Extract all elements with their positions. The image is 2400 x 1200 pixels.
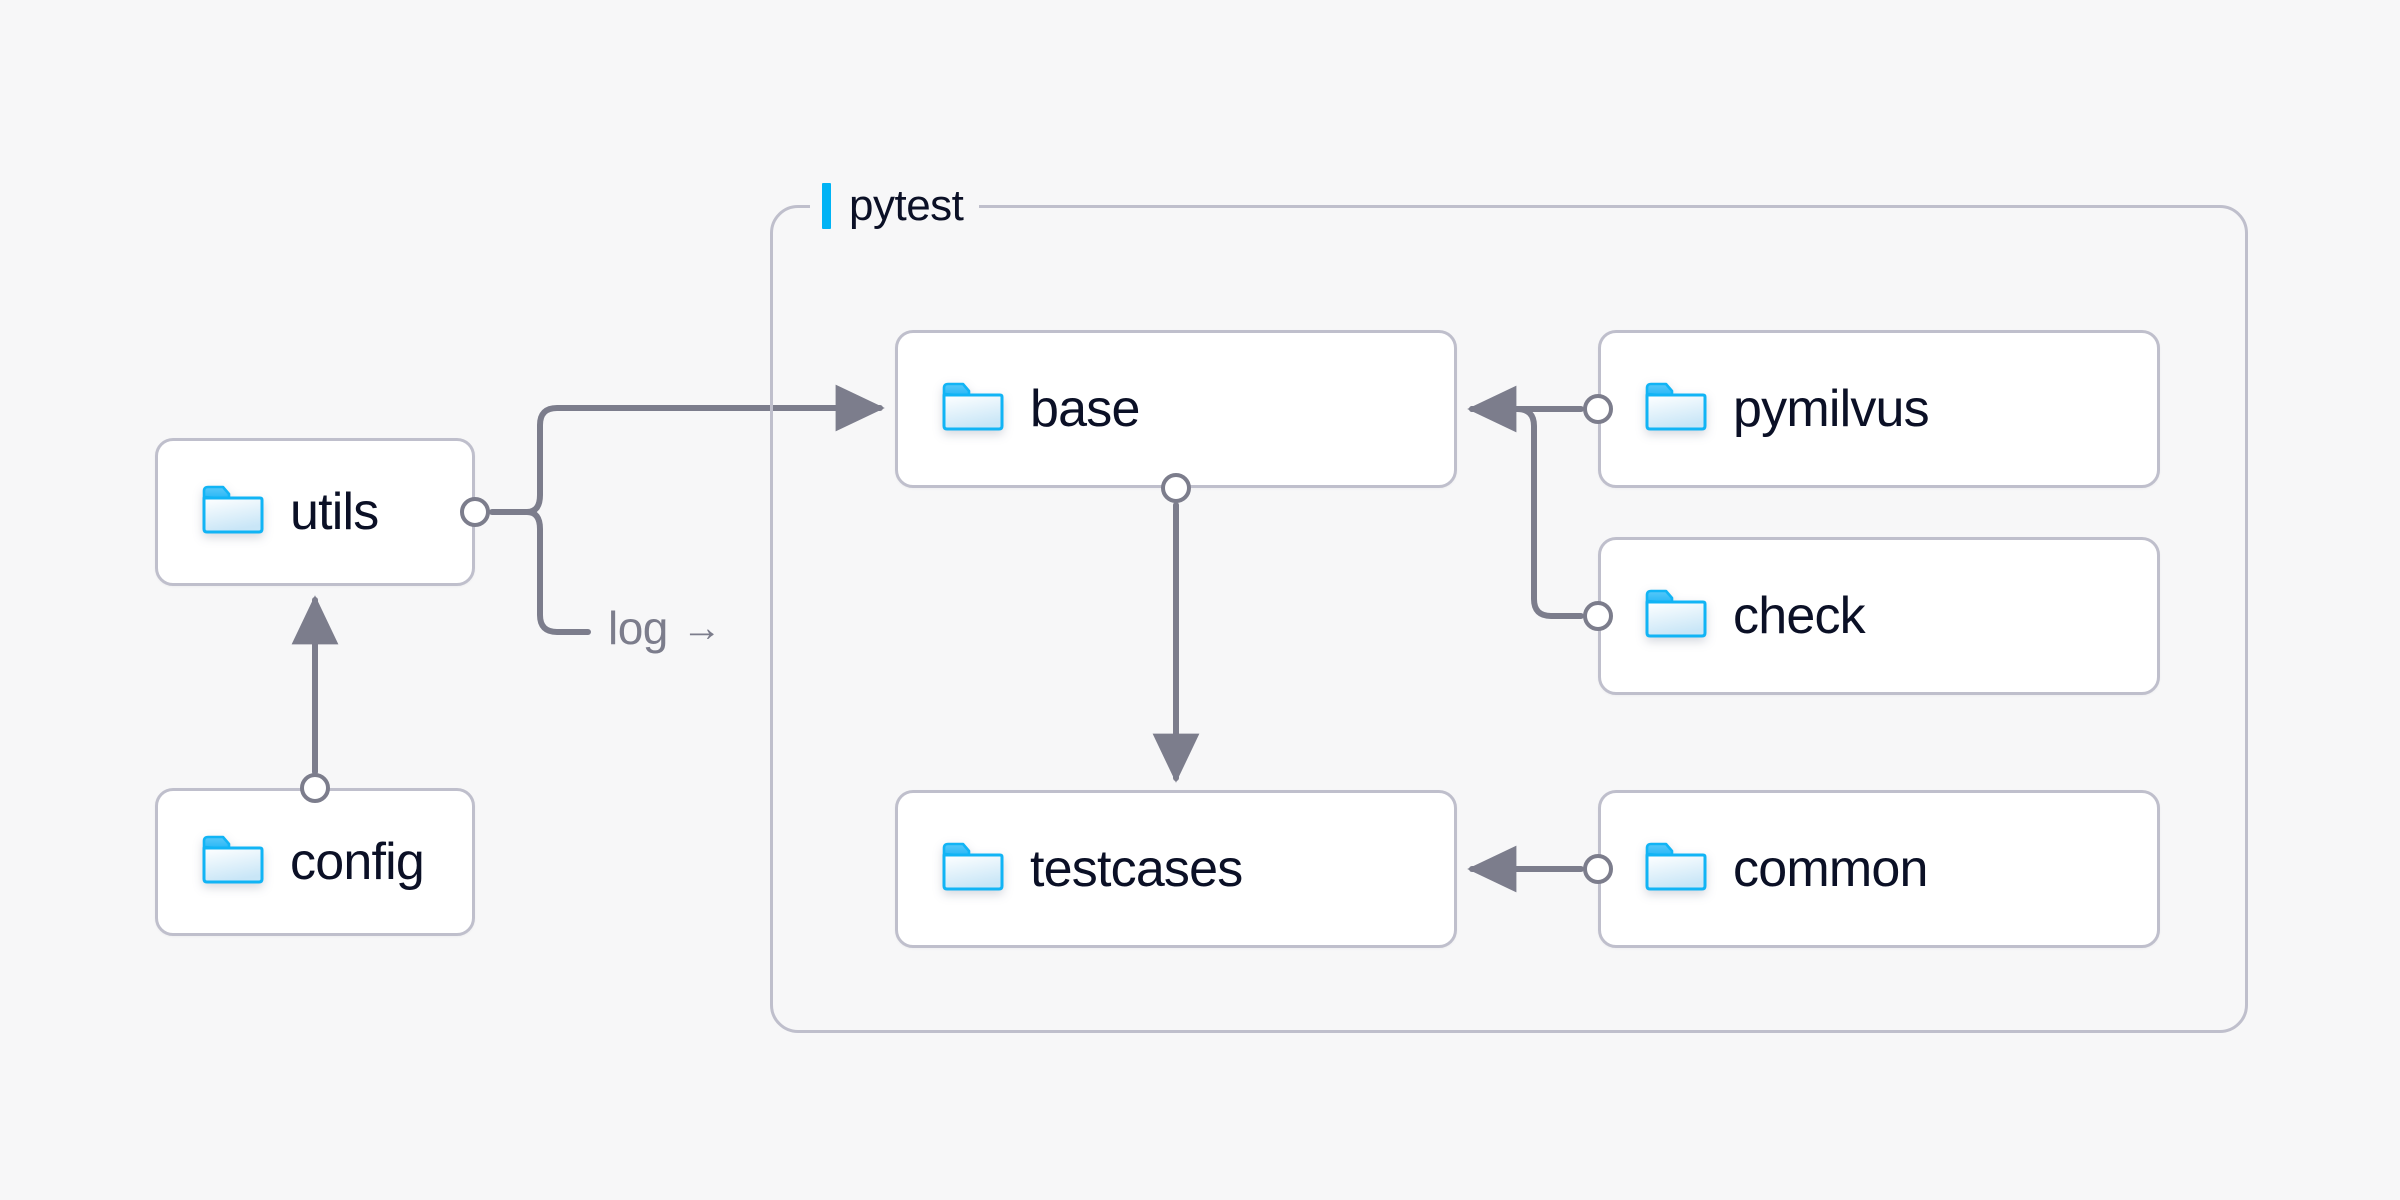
port-common-left[interactable] [1583, 854, 1613, 884]
group-box-pytest[interactable] [770, 205, 2248, 1033]
folder-icon [1645, 382, 1707, 437]
node-testcases[interactable]: testcases [895, 790, 1457, 948]
port-pymilvus-left[interactable] [1583, 394, 1613, 424]
group-accent-bar [822, 183, 831, 229]
edge-label-log[interactable]: log → [598, 601, 732, 655]
port-check-left[interactable] [1583, 601, 1613, 631]
edge-label-log-text: log [608, 602, 668, 654]
folder-icon [202, 485, 264, 540]
node-label-check: check [1733, 587, 1866, 645]
node-utils[interactable]: utils [155, 438, 475, 586]
node-config[interactable]: config [155, 788, 475, 936]
folder-icon [942, 842, 1004, 897]
node-pymilvus[interactable]: pymilvus [1598, 330, 2160, 488]
folder-icon [1645, 842, 1707, 897]
port-config-top[interactable] [300, 773, 330, 803]
folder-icon [942, 382, 1004, 437]
node-label-base: base [1030, 380, 1140, 438]
port-base-bottom[interactable] [1161, 473, 1191, 503]
port-utils-right[interactable] [460, 497, 490, 527]
node-label-config: config [290, 833, 425, 891]
folder-icon [1645, 589, 1707, 644]
node-label-pymilvus: pymilvus [1733, 380, 1930, 438]
group-label-text: pytest [849, 181, 964, 230]
node-label-testcases: testcases [1030, 840, 1243, 898]
node-label-utils: utils [290, 483, 379, 541]
folder-icon [202, 835, 264, 890]
node-label-common: common [1733, 840, 1928, 898]
arrow-right-icon: → [681, 606, 722, 650]
edge-utils-to-log [524, 509, 591, 635]
group-label-pytest: pytest [810, 180, 980, 232]
node-base[interactable]: base [895, 330, 1457, 488]
node-common[interactable]: common [1598, 790, 2160, 948]
node-check[interactable]: check [1598, 537, 2160, 695]
